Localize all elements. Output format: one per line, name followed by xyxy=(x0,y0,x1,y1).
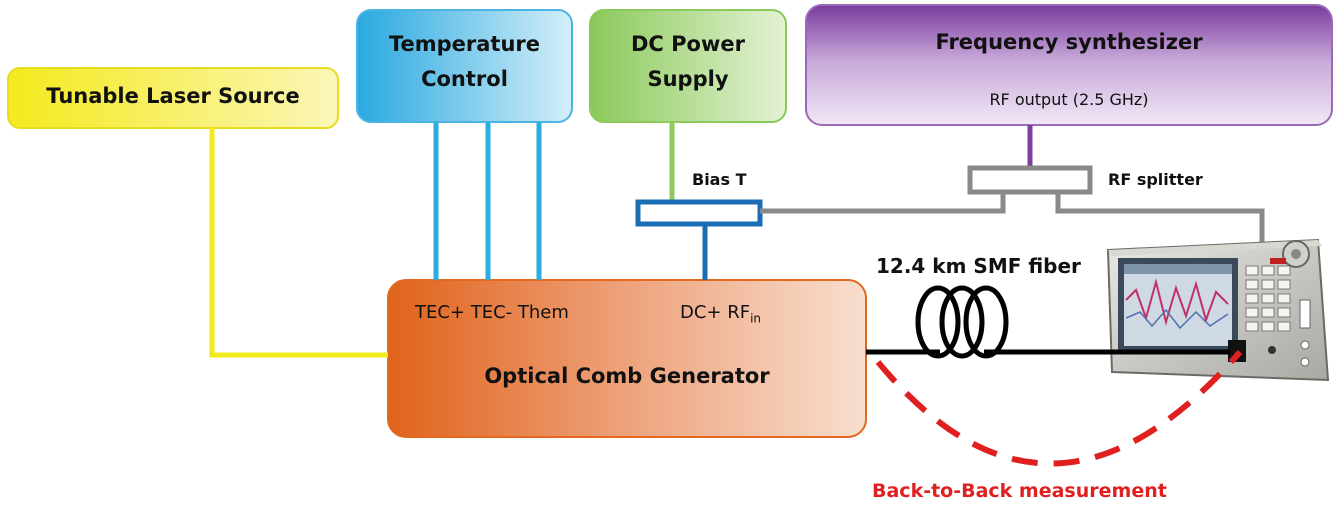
synthesizer-output-label: RF output (2.5 GHz) xyxy=(989,90,1149,109)
temperature-title-line1: Temperature xyxy=(388,32,541,56)
dc-power-box xyxy=(589,9,787,123)
back-to-back-label: Back-to-Back measurement xyxy=(872,480,1167,502)
laser-title: Tunable Laser Source xyxy=(46,84,300,108)
rf-splitter-label: RF splitter xyxy=(1108,170,1203,189)
bias-t-block xyxy=(635,199,763,227)
dc-power-title-line1: DC Power xyxy=(631,32,745,56)
comb-port-dc-rf: DC+ RF xyxy=(680,302,751,323)
comb-ports-left: TEC+ TEC- Them xyxy=(415,302,569,323)
dc-power-title-line2: Supply xyxy=(647,67,729,91)
rf-splitter-block xyxy=(967,165,1093,195)
temperature-box xyxy=(356,9,573,123)
comb-box xyxy=(387,279,867,438)
bias-t-label: Bias T xyxy=(692,170,747,189)
laser-box xyxy=(7,67,339,129)
laser-fiber-line xyxy=(209,128,388,358)
fiber-coil-icon xyxy=(915,285,1009,359)
comb-title: Optical Comb Generator xyxy=(484,364,770,388)
synthesizer-title: Frequency synthesizer xyxy=(935,30,1203,54)
temperature-title-line2: Control xyxy=(421,67,508,91)
comb-ports-right: DC+ RFin xyxy=(680,302,761,326)
synthesizer-box xyxy=(805,4,1333,126)
fiber-label: 12.4 km SMF fiber xyxy=(876,254,1081,278)
comb-port-rf-subscript: in xyxy=(750,311,762,326)
splitter-to-bias-t-line xyxy=(760,192,1006,214)
signal-analyzer-icon xyxy=(1106,238,1330,382)
back-to-back-path xyxy=(875,350,1243,467)
